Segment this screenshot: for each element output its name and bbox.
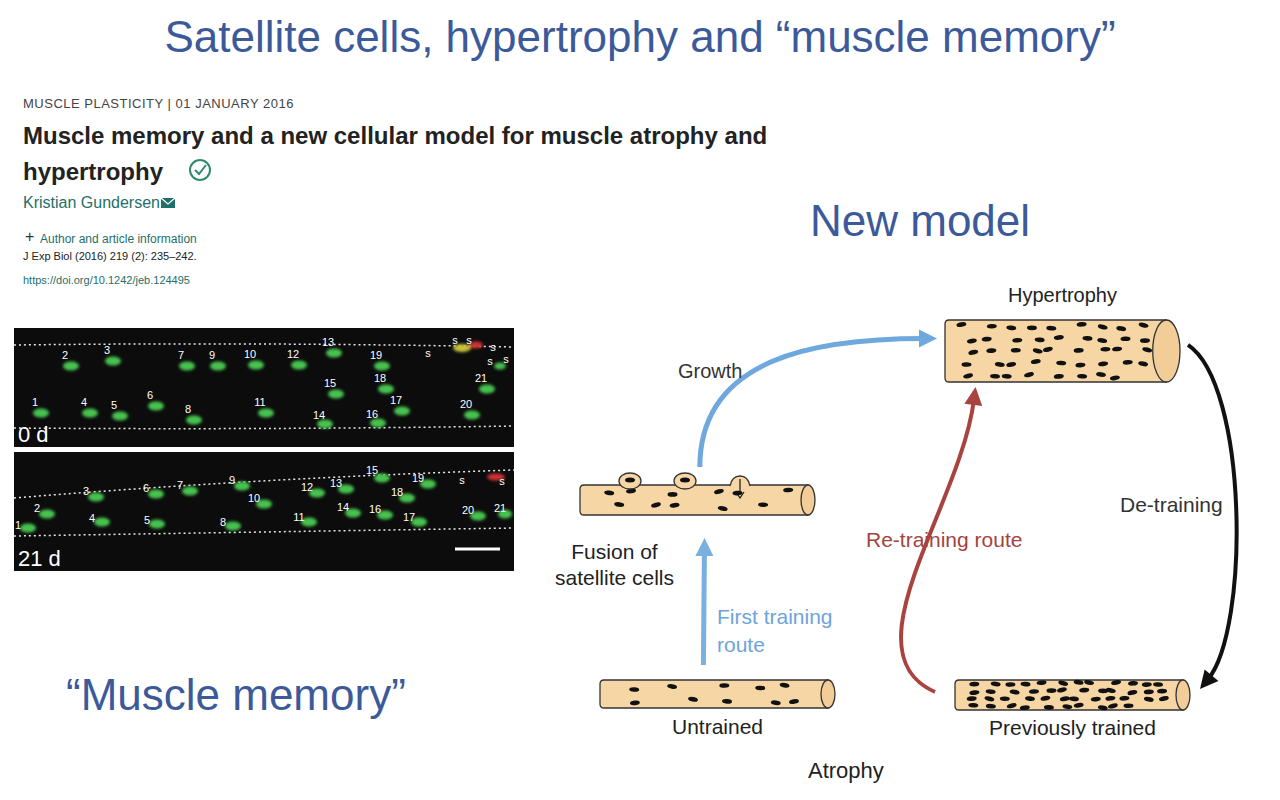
callout-number: 20 (462, 504, 474, 516)
section-heading: New model (810, 196, 1030, 246)
micrograph-panel (14, 328, 514, 447)
callout-number: 11 (254, 396, 265, 408)
callout-number: 15 (366, 464, 378, 476)
muscle-fiber (945, 320, 1180, 382)
callout-number: 11 (293, 511, 304, 523)
nucleus-blobs (20, 349, 512, 533)
author-info-link: Author and article information (40, 232, 197, 246)
callout-number: s (503, 353, 509, 365)
callout-number: s (425, 347, 431, 359)
muscle-fiber (600, 680, 835, 708)
callout-number: s (490, 341, 496, 353)
callout-number: 21 (475, 372, 487, 384)
fiber-outline (14, 344, 514, 347)
fiber-node: Untrained (600, 680, 835, 708)
article-title: Muscle memory and a new cellular model f… (23, 118, 853, 190)
author-name: Kristian Gundersen (23, 194, 160, 212)
article-category: MUSCLE PLASTICITY | 01 JANUARY 2016 (23, 96, 294, 111)
fiber-label: Untrained (600, 715, 835, 739)
callout-number: 3 (104, 344, 110, 356)
callout-number: 20 (460, 398, 472, 410)
callout-number: 5 (111, 399, 117, 411)
flow-arrow (695, 538, 713, 665)
state-label: Atrophy (808, 758, 884, 784)
callout-number: 8 (185, 403, 191, 415)
callout-number: 14 (337, 501, 349, 513)
fiber-label: Hypertrophy (945, 284, 1180, 307)
callout-number: 2 (34, 502, 40, 514)
callout-number: 13 (330, 477, 342, 489)
callout-number: 5 (144, 514, 150, 526)
callout-number: 1 (15, 519, 21, 531)
verified-icon (190, 160, 210, 180)
fiber-outline (14, 426, 514, 429)
callout-number: 8 (220, 516, 226, 528)
callout-number: 6 (143, 482, 149, 494)
muscle-fiber (955, 680, 1190, 710)
mail-icon (161, 198, 175, 208)
callout-number: s (452, 334, 458, 346)
callout-number: 7 (177, 479, 183, 491)
callout-number: 3 (83, 485, 89, 497)
callout-number: 14 (313, 409, 325, 421)
callout-number: 13 (322, 336, 334, 348)
flow-arrow (700, 330, 937, 467)
fiber-node: Hypertrophy (945, 320, 1180, 382)
edge-label: De-training (1120, 493, 1223, 517)
callout-number: s (466, 334, 472, 346)
section-heading: “Muscle memory” (66, 670, 406, 720)
muscle-fiber (580, 485, 815, 515)
callout-number: 16 (369, 503, 381, 515)
callout-number: 17 (390, 394, 402, 406)
time-label: 21 d (18, 546, 61, 572)
callout-number: 19 (370, 349, 382, 361)
citation: J Exp Biol (2016) 219 (2): 235–242. (23, 250, 197, 262)
callout-number: 4 (89, 512, 95, 524)
doi-link: https://doi.org/10.1242/jeb.124495 (23, 274, 190, 286)
callout-number: 10 (248, 492, 260, 504)
slide-title: Satellite cells, hypertrophy and “muscle… (0, 12, 1280, 62)
fiber-node: Previously trained (955, 680, 1190, 710)
callout-number: s (499, 475, 505, 487)
callout-number: 21 (494, 502, 506, 514)
callout-number: 9 (209, 349, 215, 361)
callout-number: 6 (147, 389, 153, 401)
time-label: 0 d (18, 422, 49, 448)
callout-number: s (459, 474, 465, 486)
callout-number: 2 (62, 349, 68, 361)
callout-number: 17 (403, 511, 415, 523)
callout-number: 18 (391, 486, 403, 498)
flow-arrow (1188, 345, 1237, 689)
satellite-cell-blobs (453, 342, 506, 481)
callout-number: 7 (178, 349, 184, 361)
callout-number: 10 (244, 348, 256, 360)
fiber-outline (14, 528, 514, 536)
callout-number: 1 (32, 396, 38, 408)
callout-number: 12 (301, 481, 313, 493)
callout-number: 15 (324, 377, 336, 389)
fiber-label: Fusion of satellite cells (542, 539, 687, 591)
fiber-label: Previously trained (935, 716, 1210, 740)
callout-number: s (487, 355, 493, 367)
callout-number: 16 (366, 408, 378, 420)
edge-label: First training route (717, 603, 867, 659)
fiber-outline (14, 470, 514, 498)
callout-number: 4 (81, 396, 87, 408)
callout-number: 18 (374, 372, 386, 384)
edge-label: Re-training route (866, 528, 1022, 552)
expand-icon: + (25, 228, 34, 246)
callout-number: 19 (412, 472, 424, 484)
scale-bar (455, 548, 500, 551)
callout-number: 12 (287, 348, 299, 360)
fiber-node: Fusion of satellite cells (580, 485, 815, 515)
micrograph-panel (14, 452, 514, 571)
callout-number: 9 (229, 474, 235, 486)
edge-label: Growth (678, 360, 742, 383)
